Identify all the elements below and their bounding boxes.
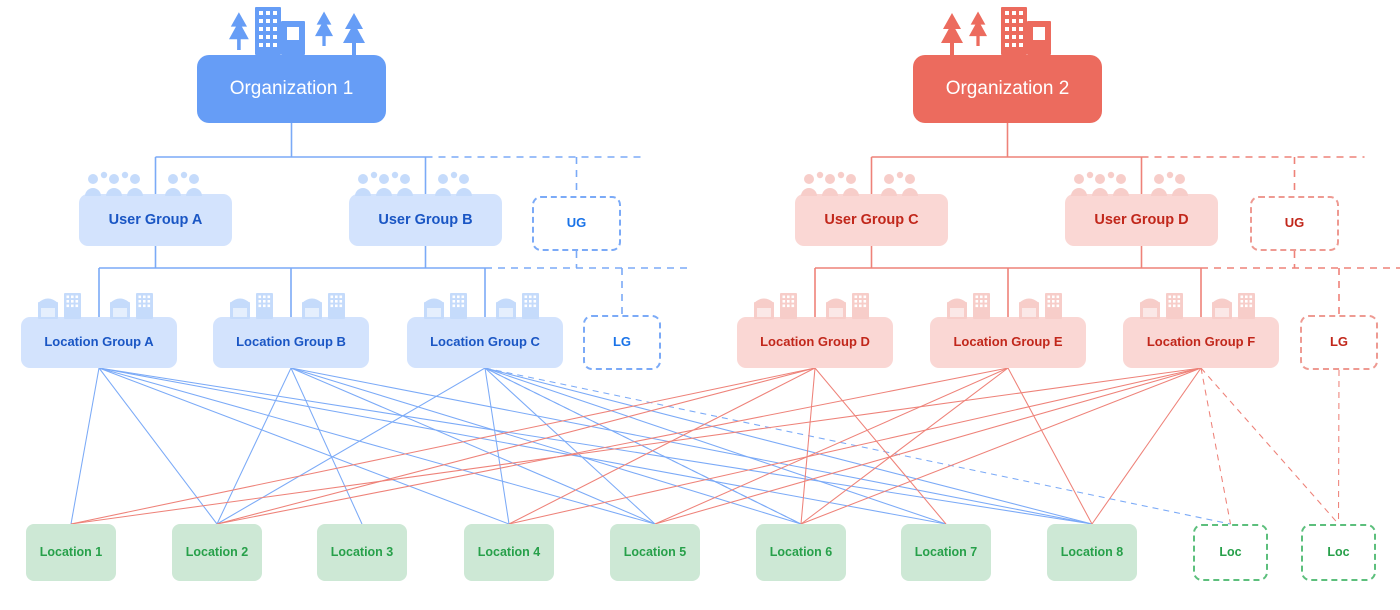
location-node-8[interactable]: Location 8 — [1047, 524, 1137, 581]
location-node-8-label: Location 8 — [1060, 545, 1124, 560]
location-group-node-c-label: Location Group C — [430, 334, 540, 350]
location-node-1-label: Location 1 — [39, 545, 103, 560]
location-group-node-c[interactable]: Location Group C — [407, 317, 563, 368]
organization-node-1[interactable]: Organization 1 — [197, 55, 386, 123]
location-placeholder-2-label: Loc — [1327, 545, 1350, 560]
user-group-placeholder-blue[interactable]: UG — [532, 196, 621, 251]
user-group-node-a[interactable]: User Group A — [79, 194, 232, 246]
location-group-placeholder-blue[interactable]: LG — [583, 315, 661, 370]
user-group-node-c[interactable]: User Group C — [795, 194, 948, 246]
user-group-placeholder-red[interactable]: UG — [1250, 196, 1339, 251]
organization-node-1-label: Organization 1 — [229, 78, 354, 100]
location-placeholder-1-label: Loc — [1219, 545, 1242, 560]
user-group-node-c-label: User Group C — [824, 211, 919, 228]
organization-node-2[interactable]: Organization 2 — [913, 55, 1102, 123]
location-node-2[interactable]: Location 2 — [172, 524, 262, 581]
location-node-3-label: Location 3 — [330, 545, 394, 560]
location-group-node-f[interactable]: Location Group F — [1123, 317, 1279, 368]
location-node-3[interactable]: Location 3 — [317, 524, 407, 581]
location-group-placeholder-red[interactable]: LG — [1300, 315, 1378, 370]
user-group-node-d[interactable]: User Group D — [1065, 194, 1218, 246]
user-group-node-b[interactable]: User Group B — [349, 194, 502, 246]
location-node-7[interactable]: Location 7 — [901, 524, 991, 581]
location-group-node-a[interactable]: Location Group A — [21, 317, 177, 368]
location-node-2-label: Location 2 — [185, 545, 249, 560]
location-node-5[interactable]: Location 5 — [610, 524, 700, 581]
location-group-placeholder-red-label: LG — [1329, 334, 1349, 350]
location-group-node-b[interactable]: Location Group B — [213, 317, 369, 368]
location-group-node-d[interactable]: Location Group D — [737, 317, 893, 368]
location-node-5-label: Location 5 — [623, 545, 687, 560]
location-group-node-e[interactable]: Location Group E — [930, 317, 1086, 368]
user-group-node-a-label: User Group A — [108, 211, 203, 228]
user-group-node-d-label: User Group D — [1094, 211, 1189, 228]
location-group-node-f-label: Location Group F — [1146, 334, 1256, 350]
location-node-6-label: Location 6 — [769, 545, 833, 560]
location-group-node-b-label: Location Group B — [236, 334, 346, 350]
location-group-node-d-label: Location Group D — [760, 334, 870, 350]
location-node-1[interactable]: Location 1 — [26, 524, 116, 581]
organization-node-2-label: Organization 2 — [945, 78, 1070, 100]
user-group-node-b-label: User Group B — [378, 211, 473, 228]
location-group-placeholder-blue-label: LG — [612, 334, 632, 350]
location-placeholder-2[interactable]: Loc — [1301, 524, 1376, 581]
user-group-placeholder-red-label: UG — [1284, 215, 1305, 231]
location-node-4-label: Location 4 — [477, 545, 541, 560]
location-node-6[interactable]: Location 6 — [756, 524, 846, 581]
location-node-7-label: Location 7 — [914, 545, 978, 560]
location-placeholder-1[interactable]: Loc — [1193, 524, 1268, 581]
user-group-placeholder-blue-label: UG — [566, 215, 587, 231]
location-node-4[interactable]: Location 4 — [464, 524, 554, 581]
location-group-node-a-label: Location Group A — [44, 334, 154, 350]
location-group-node-e-label: Location Group E — [953, 334, 1063, 350]
